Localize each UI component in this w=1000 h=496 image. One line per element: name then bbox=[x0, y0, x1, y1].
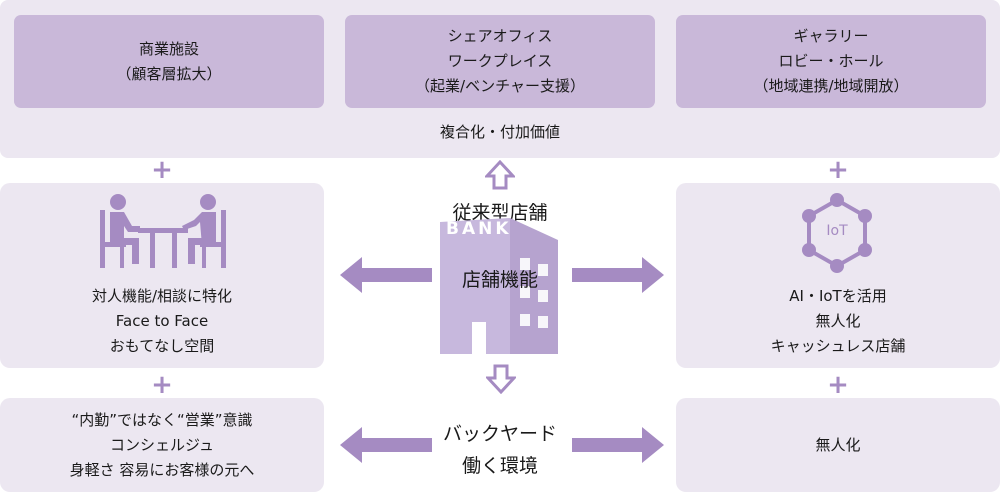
down-arrow-icon bbox=[484, 364, 518, 398]
iot-network-icon: IoT bbox=[796, 192, 878, 274]
branch-function-label: 店舗機能 bbox=[461, 269, 538, 291]
text-line: 対人機能/相談に特化 bbox=[91, 287, 233, 305]
box-line: ロビー・ホール bbox=[778, 52, 884, 70]
box-line: （顧客層拡大） bbox=[116, 64, 222, 83]
iot-label: IoT bbox=[826, 223, 848, 239]
right-bottom-box bbox=[676, 398, 1000, 492]
text-line: Face to Face bbox=[115, 312, 209, 330]
top-caption: 複合化・付加価値 bbox=[439, 123, 560, 141]
text-line: 身軽さ 容易にお客様の元へ bbox=[69, 461, 255, 479]
text-line: コンシェルジュ bbox=[110, 436, 214, 454]
bank-sign: BANK bbox=[446, 219, 512, 239]
text-line: 働く環境 bbox=[461, 455, 538, 477]
box-line: シェアオフィス bbox=[447, 27, 553, 45]
text-line: 無人化 bbox=[815, 436, 861, 454]
left-mid-box bbox=[0, 183, 324, 368]
gallery-box: ギャラリー ロビー・ホール （地域連携/地域開放） bbox=[676, 15, 986, 108]
plus-sign: + bbox=[827, 370, 849, 400]
left-arrow-icon bbox=[340, 257, 432, 297]
box-line: （地域連携/地域開放） bbox=[753, 77, 909, 95]
commercial-facility-box: 商業施設 （顧客層拡大） bbox=[14, 15, 324, 108]
plus-sign: + bbox=[151, 370, 173, 400]
plus-sign: + bbox=[827, 155, 849, 185]
right-arrow-icon bbox=[572, 427, 664, 467]
bank-building-icon: BANK bbox=[440, 218, 560, 358]
text-line: 無人化 bbox=[815, 312, 861, 330]
left-mid-text: 対人機能/相談に特化 Face to Face おもてなし空間 bbox=[0, 284, 324, 359]
backyard-text: バックヤード 働く環境 bbox=[400, 418, 600, 482]
right-mid-box bbox=[676, 183, 1000, 368]
text-line: “内勤”ではなく“営業”意識 bbox=[71, 411, 253, 429]
consultation-icon bbox=[96, 190, 230, 270]
text-line: おもてなし空間 bbox=[109, 337, 215, 355]
left-bottom-box bbox=[0, 398, 324, 492]
text-line: バックヤード bbox=[442, 423, 557, 445]
right-mid-text: AI・IoTを活用 無人化 キャッシュレス店舗 bbox=[676, 284, 1000, 359]
left-bottom-text: “内勤”ではなく“営業”意識 コンシェルジュ 身軽さ 容易にお客様の元へ bbox=[0, 408, 324, 483]
right-arrow-icon bbox=[572, 257, 664, 297]
text-line: AI・IoTを活用 bbox=[789, 287, 887, 305]
box-line: （起業/ベンチャー支援） bbox=[415, 77, 585, 95]
up-arrow-icon bbox=[483, 159, 517, 194]
box-line: ワークプレイス bbox=[447, 52, 553, 70]
conventional-branch-title: 従来型店舗 bbox=[452, 202, 548, 224]
box-line: ギャラリー bbox=[793, 27, 869, 45]
box-line: 商業施設 bbox=[138, 39, 199, 58]
right-bottom-text: 無人化 bbox=[676, 433, 1000, 458]
text-line: キャッシュレス店舗 bbox=[770, 337, 906, 355]
left-arrow-icon bbox=[340, 427, 432, 467]
plus-sign: + bbox=[151, 155, 173, 185]
share-office-box: シェアオフィス ワークプレイス （起業/ベンチャー支援） bbox=[345, 15, 655, 108]
